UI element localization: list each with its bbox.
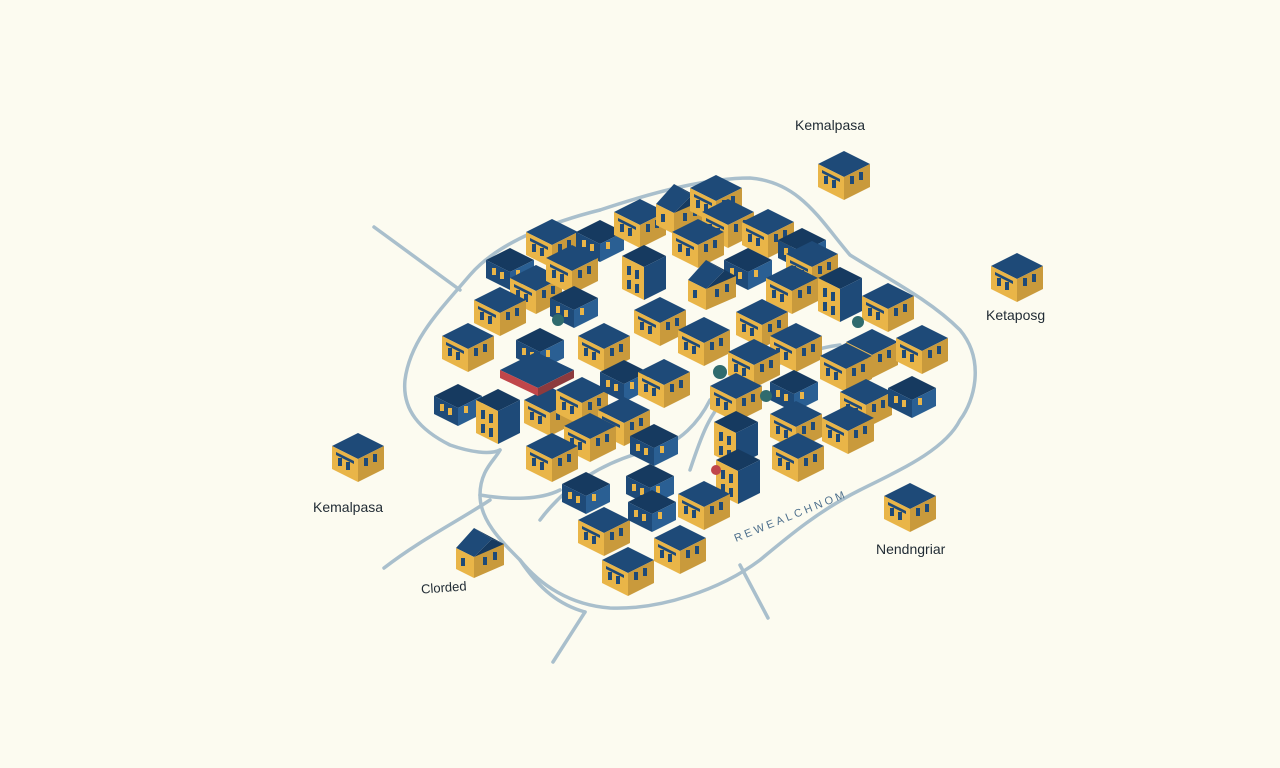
place-label-kemalpasa-top: Kemalpasa	[795, 117, 866, 133]
building-kemalpasa-top	[818, 151, 870, 200]
place-label-kemalpasa-left: Kemalpasa	[313, 499, 384, 515]
building-kemalpasa-left	[332, 433, 384, 482]
place-label-ketaposg: Ketaposg	[986, 307, 1046, 323]
place-label-nendngriar: Nendngriar	[876, 541, 946, 557]
building-ketaposg	[991, 253, 1043, 302]
building-nendngriar	[884, 483, 936, 532]
building-cluster	[434, 175, 948, 596]
place-label-clorded: Clorded	[420, 578, 467, 597]
